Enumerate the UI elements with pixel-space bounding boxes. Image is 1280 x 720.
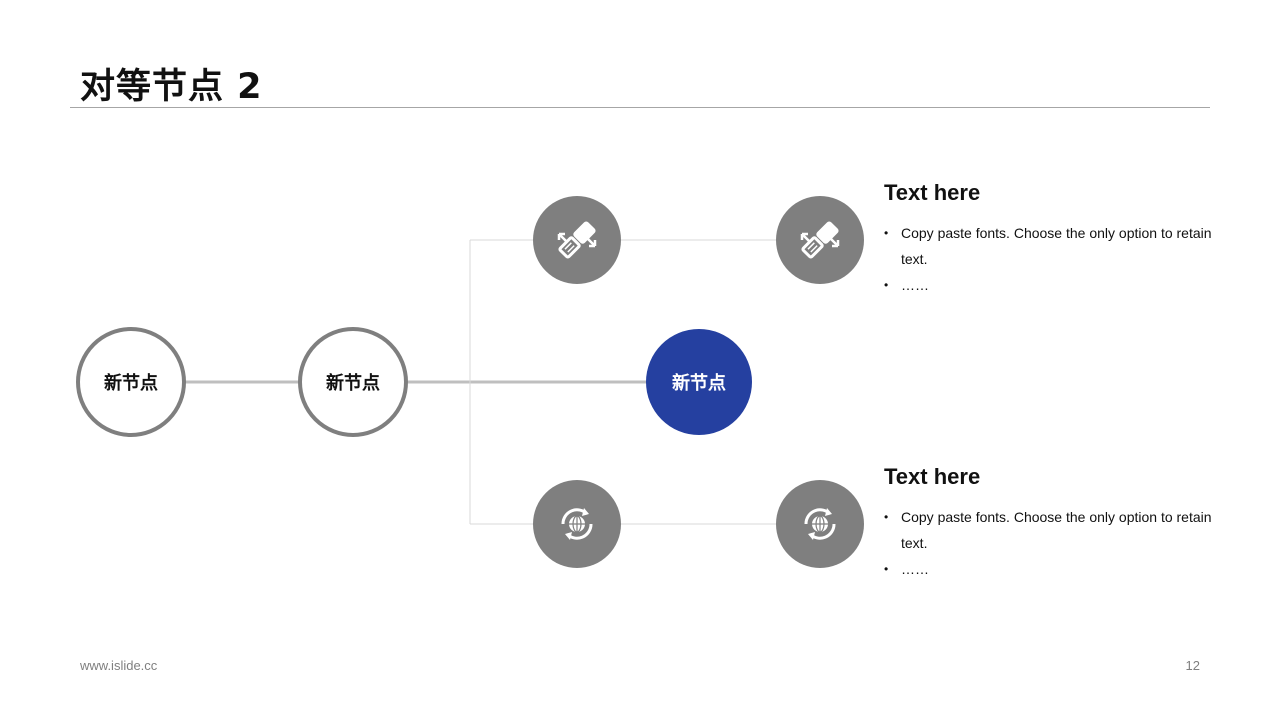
seatbelt-icon	[800, 221, 840, 259]
node-1-label: 新节点	[104, 373, 158, 394]
bullet-item: Copy paste fonts. Choose the only option…	[884, 504, 1214, 556]
branch-bottom-bullets: Copy paste fonts. Choose the only option…	[884, 504, 1214, 582]
branch-bottom-icon-circle-1	[533, 480, 621, 568]
node-2-label: 新节点	[326, 373, 380, 394]
seatbelt-icon	[557, 221, 597, 259]
global-cycle-icon	[561, 508, 593, 540]
bullet-item: ……	[884, 272, 1214, 298]
node-3-highlighted: 新节点	[646, 329, 752, 435]
title-divider	[70, 107, 1210, 108]
branch-top-icon-circle-2	[776, 196, 864, 284]
branch-top-bullets: Copy paste fonts. Choose the only option…	[884, 220, 1214, 298]
node-1: 新节点	[76, 327, 186, 437]
branch-top-heading: Text here	[884, 180, 981, 205]
global-cycle-icon	[804, 508, 836, 540]
node-3-label: 新节点	[672, 373, 726, 394]
slide-title: 对等节点 2	[80, 67, 263, 107]
branch-bottom-heading: Text here	[884, 464, 981, 489]
node-2: 新节点	[298, 327, 408, 437]
footer-url: www.islide.cc	[80, 658, 158, 673]
branch-bottom-icon-circle-2	[776, 480, 864, 568]
page-number: 12	[1185, 658, 1200, 673]
bullet-item: Copy paste fonts. Choose the only option…	[884, 220, 1214, 272]
branch-top-text: Text here Copy paste fonts. Choose the o…	[884, 180, 1214, 298]
branch-top-icon-circle-1	[533, 196, 621, 284]
branch-bottom-text: Text here Copy paste fonts. Choose the o…	[884, 464, 1214, 582]
bullet-item: ……	[884, 556, 1214, 582]
